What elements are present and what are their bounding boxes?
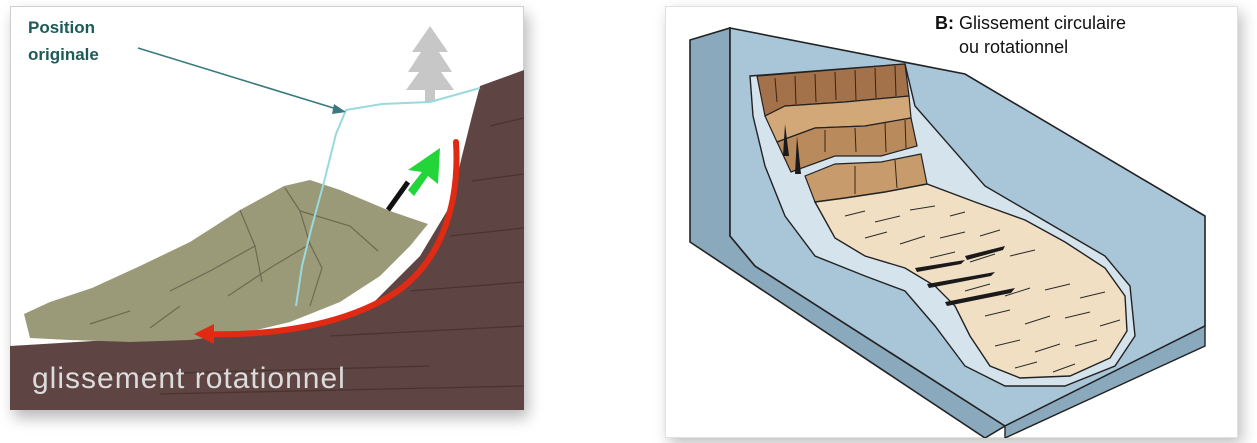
slide-block-diagram: [665, 6, 1238, 438]
panel-b-title-line2: ou rotationnel: [959, 37, 1068, 58]
panel-circular-slide-block: B: Glissement circulaire ou rotationnel: [665, 6, 1238, 438]
panel-b-title-line1: B: Glissement circulaire: [935, 13, 1126, 34]
slide-profile-diagram: [10, 6, 524, 410]
panel-rotational-slide-profile: Position originale glissement rotationne…: [10, 6, 524, 410]
panel-b-title-rest: Glissement circulaire: [954, 13, 1126, 33]
position-label-line1: Position: [28, 18, 95, 38]
panel-b-letter: B:: [935, 13, 954, 33]
panel-a-caption: glissement rotationnel: [32, 362, 346, 396]
position-label-line2: originale: [28, 45, 99, 65]
